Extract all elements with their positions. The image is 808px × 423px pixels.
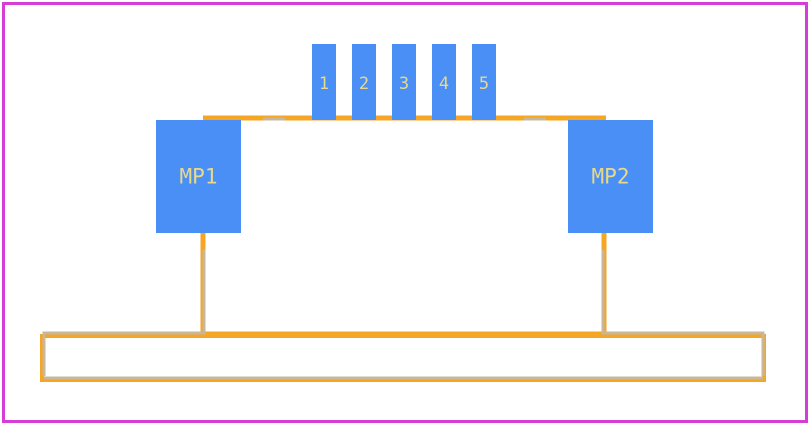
silkscreen-outline <box>42 117 765 380</box>
mount-pad-shape <box>568 120 653 233</box>
signal-pad-label: 1 <box>319 74 329 94</box>
signal-pad-5: 5 <box>472 44 496 120</box>
signal-pad-shape <box>312 44 336 120</box>
signal-pad-shape <box>352 44 376 120</box>
signal-pad-label: 2 <box>359 74 369 94</box>
signal-pad-shape <box>392 44 416 120</box>
mount-pad-shape <box>156 120 241 233</box>
silk-left <box>42 250 206 376</box>
mount-pads: MP1 MP2 <box>156 120 653 233</box>
signal-pad-3: 3 <box>392 44 416 120</box>
signal-pad-2: 2 <box>352 44 376 120</box>
mount-pad-label: MP1 <box>180 165 218 189</box>
mount-pad-label: MP2 <box>592 165 630 189</box>
silk-right <box>601 250 765 376</box>
mount-pad-mp2: MP2 <box>568 120 653 233</box>
courtyard-tray <box>40 334 766 382</box>
signal-pad-label: 4 <box>439 74 449 94</box>
courtyard-outline <box>40 115 766 382</box>
signal-pad-label: 5 <box>479 74 489 94</box>
signal-pad-shape <box>432 44 456 120</box>
signal-pads: 1 2 3 4 5 <box>312 44 496 120</box>
signal-pad-4: 4 <box>432 44 456 120</box>
signal-pad-label: 3 <box>399 74 409 94</box>
mount-pad-mp1: MP1 <box>156 120 241 233</box>
signal-pad-shape <box>472 44 496 120</box>
signal-pad-1: 1 <box>312 44 336 120</box>
